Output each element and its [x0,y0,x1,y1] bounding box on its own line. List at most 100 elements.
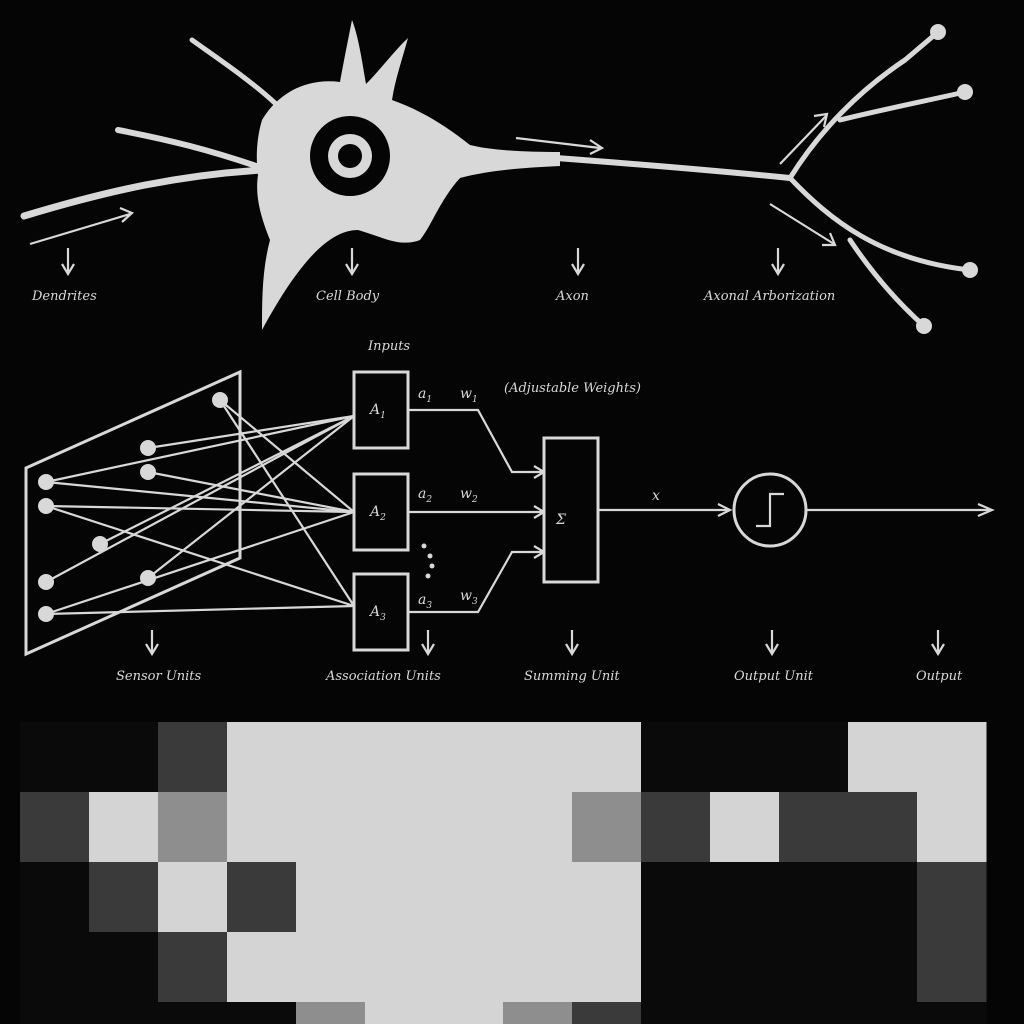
sensor-plane [24,369,242,657]
pixel-cell [710,932,780,1003]
pixel-cell [641,932,711,1003]
association-unit-a2 [352,472,410,552]
svg-text:a2: a2 [418,486,432,505]
pixel-cell [641,1002,711,1024]
pixel-cell [89,1002,159,1024]
ellipsis-dots [421,543,435,579]
pixel-cell [572,1002,642,1024]
association-unit-a1 [352,370,410,450]
pixel-cell [779,1002,849,1024]
pixel-cell [503,1002,573,1024]
pixel-cell [917,792,987,863]
summing-unit-box [542,436,600,584]
pixel-cell [572,792,642,863]
weighted-links [408,408,547,614]
step-function-icon [756,492,784,528]
pixel-cell [503,862,573,933]
pixel-cell [434,722,504,793]
pixel-cell [503,932,573,1003]
pixel-cell [227,1002,297,1024]
svg-text:A1: A1 [368,402,386,421]
pixel-cell [779,722,849,793]
pixel-cell [572,722,642,793]
pixel-cell [158,792,228,863]
pixel-cell [641,722,711,793]
label-output: Output [916,669,963,684]
pixel-cell [158,862,228,933]
svg-text:w3: w3 [460,588,478,607]
pixel-cell [20,722,90,793]
pixel-cell [89,932,159,1003]
svg-text:a1: a1 [418,386,432,405]
pixel-cell [296,932,366,1003]
summing-symbol: Σ [555,512,566,528]
svg-text:A2: A2 [368,504,386,523]
svg-text:a3: a3 [418,592,432,611]
label-adjustable-weights: (Adjustable Weights) [504,381,641,396]
label-cell-body: Cell Body [316,289,380,304]
pixel-cell [848,792,918,863]
svg-text:A3: A3 [368,604,386,623]
pixel-cell [89,862,159,933]
label-output-unit: Output Unit [734,669,814,684]
pixel-cell [20,862,90,933]
sensor-nodes [38,392,228,622]
pixel-cell [227,862,297,933]
pixel-cell [572,932,642,1003]
pixel-cell [365,792,435,863]
pixel-cell [848,722,918,793]
pixel-cell [710,722,780,793]
label-association-units: Association Units [325,669,441,684]
pixel-cell [917,862,987,933]
pixel-cell [227,932,297,1003]
pixel-cell [779,792,849,863]
pixel-cell [779,932,849,1003]
label-axonal-arborization: Axonal Arborization [703,289,835,304]
pixel-cell [365,932,435,1003]
pixel-cell [434,862,504,933]
pixel-cell [296,1002,366,1024]
pixel-cell [434,932,504,1003]
pixel-cell [710,1002,780,1024]
sensor-connections [45,399,355,616]
pixel-grid [20,722,987,1024]
axon-line [553,155,793,181]
pixel-cell [503,722,573,793]
pixel-cell [20,1002,90,1024]
svg-text:w2: w2 [460,486,478,505]
pixel-cell [710,862,780,933]
pixel-cell [848,862,918,933]
pixel-cell [848,1002,918,1024]
pixel-cell [158,1002,228,1024]
label-summing-unit: Summing Unit [524,669,620,684]
pixel-cell [20,932,90,1003]
pixel-cell [296,722,366,793]
cell-body-shape [256,20,560,330]
perceptron-down-arrows [145,630,945,657]
label-inputs: Inputs [367,339,410,354]
pixel-cell [365,1002,435,1024]
pixel-cell [365,862,435,933]
perceptron-diagram: Inputs (Adjustable Weights) A1 A2 A3 a1 … [24,339,995,684]
sum-output-x: x [652,488,660,504]
pixel-cell [227,792,297,863]
neuron-illustration: Dendrites Cell Body Axon Axonal Arboriza… [20,20,978,334]
pixel-cell [917,1002,987,1024]
pixel-cell [158,932,228,1003]
pixel-cell [158,722,228,793]
svg-text:w1: w1 [460,386,478,405]
pixel-cell [434,792,504,863]
label-sensor-units: Sensor Units [116,669,202,684]
label-axon: Axon [555,289,589,304]
pixel-cell [779,862,849,933]
pixel-cell [434,1002,504,1024]
pixel-cell [641,862,711,933]
pixel-cell [227,722,297,793]
pixel-cell [89,792,159,863]
pixel-cell [20,792,90,863]
pixel-cell [710,792,780,863]
pixel-cell [641,792,711,863]
pixel-cell [917,722,987,793]
pixel-cell [572,862,642,933]
pixel-cell [503,792,573,863]
